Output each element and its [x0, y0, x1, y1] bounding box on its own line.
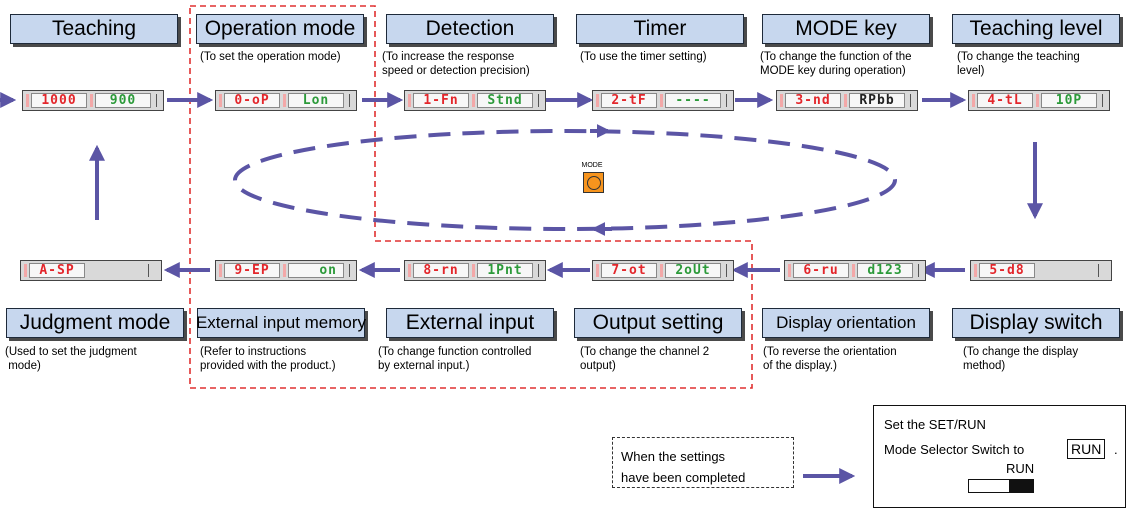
completion-note-box	[612, 437, 794, 488]
display-value-left: 2-tF	[601, 93, 657, 108]
display-value-left: 0-oP	[224, 93, 280, 108]
display-value-right: ----	[665, 93, 721, 108]
display-external-input: 8-rn 1Pnt	[404, 260, 546, 281]
header-external-input-memory: External input memory	[196, 308, 366, 338]
display-value-left: 1-Fn	[413, 93, 469, 108]
display-value-left: 4-tL	[977, 93, 1033, 108]
display-display-orientation: 6-ru d123	[784, 260, 926, 281]
display-value-left: 5-d8	[979, 263, 1035, 278]
display-teaching: 1000 900	[22, 90, 164, 111]
run-instruction-line1: Set the SET/RUN	[884, 417, 986, 432]
display-value-left: A-SP	[29, 263, 85, 278]
run-switch[interactable]	[968, 479, 1034, 493]
mode-loop-ellipse	[233, 129, 897, 231]
desc-external-input-memory: (Refer to instructions provided with the…	[200, 346, 336, 372]
display-value-right: Lon	[288, 93, 344, 108]
header-output-setting: Output setting	[574, 308, 742, 338]
display-value-left: 7-ot	[601, 263, 657, 278]
header-external-input: External input	[386, 308, 554, 338]
display-value-left: 3-nd	[785, 93, 841, 108]
display-timer: 2-tF ----	[592, 90, 734, 111]
header-display-orientation: Display orientation	[762, 308, 930, 338]
red-dashed-outline	[189, 5, 753, 389]
header-judgment-mode: Judgment mode	[6, 308, 184, 338]
display-value-left: 8-rn	[413, 263, 469, 278]
run-instruction-line2: Mode Selector Switch to	[884, 442, 1025, 457]
display-mode-key: 3-nd RPbb	[776, 90, 918, 111]
display-external-input-memory: 9-EP on	[215, 260, 357, 281]
header-detection: Detection	[386, 14, 554, 44]
completion-note: When the settings have been completed	[621, 449, 746, 485]
mode-button[interactable]	[583, 172, 604, 193]
display-teaching-level: 4-tL 10P	[968, 90, 1110, 111]
mode-button-circle-icon	[587, 176, 601, 190]
desc-display-orientation: (To reverse the orientation of the displ…	[763, 346, 897, 372]
header-operation-mode: Operation mode	[196, 14, 364, 44]
display-value-right: 900	[95, 93, 151, 108]
display-value-right: d123	[857, 263, 913, 278]
header-mode-key: MODE key	[762, 14, 930, 44]
display-judgment-mode: A-SP	[20, 260, 162, 281]
display-value-right: Stnd	[477, 93, 533, 108]
display-value-right: RPbb	[849, 93, 905, 108]
desc-teaching-level: (To change the teaching level)	[957, 51, 1080, 77]
display-value-left: 6-ru	[793, 263, 849, 278]
display-detection: 1-Fn Stnd	[404, 90, 546, 111]
header-display-switch: Display switch	[952, 308, 1120, 338]
desc-timer: (To use the timer setting)	[580, 51, 707, 63]
run-word-box: RUN	[1067, 439, 1106, 459]
display-value-left: 9-EP	[224, 263, 280, 278]
run-instruction-box	[873, 405, 1126, 508]
display-operation-mode: 0-oP Lon	[215, 90, 357, 111]
display-value-right: 2oUt	[665, 263, 721, 278]
header-teaching-level: Teaching level	[952, 14, 1120, 44]
mode-button-label: MODE	[581, 162, 603, 169]
display-value-left: 1000	[31, 93, 87, 108]
run-period: .	[1114, 442, 1118, 457]
switch-run-label: RUN	[1006, 461, 1035, 476]
display-value-right: on	[288, 263, 344, 278]
desc-mode-key: (To change the function of the MODE key …	[760, 51, 912, 77]
run-switch-knob	[1009, 480, 1033, 492]
display-output-setting: 7-ot 2oUt	[592, 260, 734, 281]
display-display-switch: 5-d8	[970, 260, 1112, 281]
header-timer: Timer	[576, 14, 744, 44]
desc-detection: (To increase the response speed or detec…	[382, 51, 530, 77]
desc-output-setting: (To change the channel 2 output)	[580, 346, 710, 372]
desc-external-input: (To change function controlled by extern…	[378, 346, 532, 372]
desc-judgment-mode: (Used to set the judgment mode)	[5, 346, 137, 372]
header-teaching: Teaching	[10, 14, 178, 44]
desc-operation-mode: (To set the operation mode)	[200, 51, 341, 63]
desc-display-switch: (To change the display method)	[963, 346, 1079, 372]
display-value-right: 1Pnt	[477, 263, 533, 278]
display-value-right: 10P	[1041, 93, 1097, 108]
